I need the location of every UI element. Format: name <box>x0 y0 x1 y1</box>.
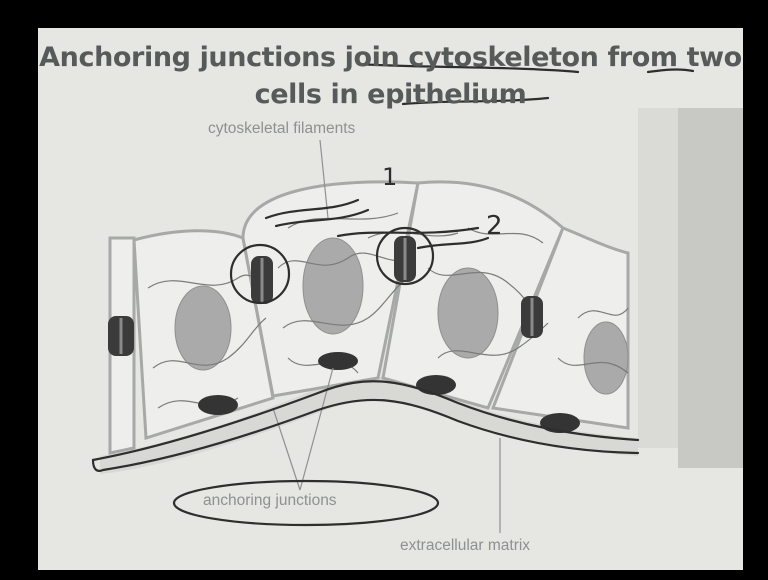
nucleus <box>303 238 363 334</box>
slide-title-line-1: Anchoring junctions join cytoskeleton fr… <box>38 42 743 73</box>
nucleus <box>175 286 231 370</box>
nucleus <box>584 322 628 394</box>
annotation-mark-2: 2 <box>486 211 503 241</box>
hemidesmosome <box>416 375 456 395</box>
label-extracellular-matrix: extracellular matrix <box>400 537 530 555</box>
lecture-slide: 1 2 Anchoring junctions join cytoskeleto… <box>38 28 743 570</box>
hemidesmosome <box>198 395 238 415</box>
slide-title-line-2: cells in epithelium <box>38 79 743 110</box>
label-cytoskeletal-filaments: cytoskeletal filaments <box>208 120 355 138</box>
shadow-panel-dark <box>678 108 743 468</box>
hemidesmosome <box>318 352 358 370</box>
annotation-mark-1: 1 <box>382 163 397 191</box>
nucleus <box>438 268 498 358</box>
label-anchoring-junctions: anchoring junctions <box>203 492 337 510</box>
